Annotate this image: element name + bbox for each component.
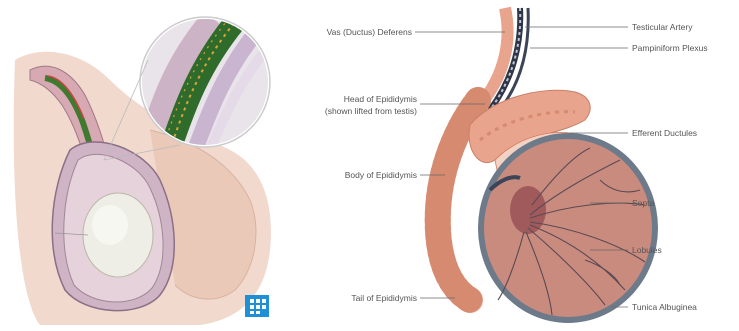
testis-epididymis-illustration: Vas (Ductus) Deferens Testicular Artery … xyxy=(325,8,708,323)
label-vas-deferens: Vas (Ductus) Deferens xyxy=(327,27,412,37)
label-head-of-epididymis: Head of Epididymis xyxy=(344,94,417,104)
label-testicular-artery: Testicular Artery xyxy=(632,22,693,32)
scrotum-cross-section-illustration xyxy=(0,0,290,331)
label-tail-of-epididymis: Tail of Epididymis xyxy=(351,293,417,303)
label-tunica-albuginea: Tunica Albuginea xyxy=(632,302,697,312)
label-head-of-epididymis-note: (shown lifted from testis) xyxy=(325,106,417,116)
label-septa: Septa xyxy=(632,198,654,208)
label-pampiniform-plexus: Pampiniform Plexus xyxy=(632,43,708,53)
label-efferent-ductules: Efferent Ductules xyxy=(632,128,697,138)
label-lobules: Lobules xyxy=(632,245,662,255)
label-body-of-epididymis: Body of Epididymis xyxy=(345,170,417,180)
